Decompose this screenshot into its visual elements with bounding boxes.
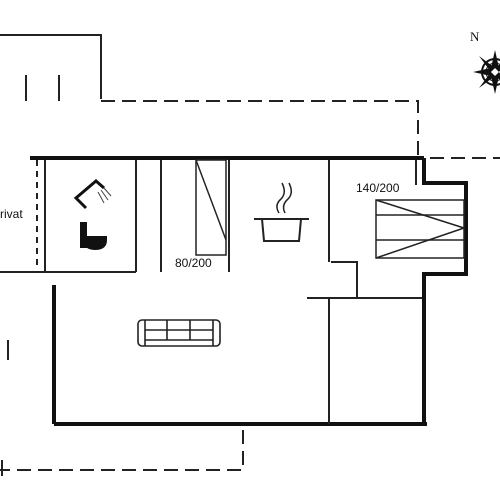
shower-icon: [73, 179, 112, 210]
compass-north-label: N: [470, 29, 480, 44]
bed-size-label-small: 80/200: [175, 256, 212, 270]
cooking-pot-icon: [254, 182, 309, 242]
terrace-dashed-outline: [0, 100, 500, 471]
interior-walls: [0, 160, 422, 476]
compass-icon: [473, 50, 500, 94]
closet: [195, 159, 227, 256]
annex-outline: [0, 34, 102, 101]
room-label-privat: rivat: [0, 207, 23, 221]
sofa-icon: [137, 319, 221, 347]
exterior-walls: [30, 156, 468, 426]
bed-size-label-large: 140/200: [356, 181, 400, 195]
bed-icon: [375, 199, 465, 259]
toilet-icon: [80, 222, 107, 250]
